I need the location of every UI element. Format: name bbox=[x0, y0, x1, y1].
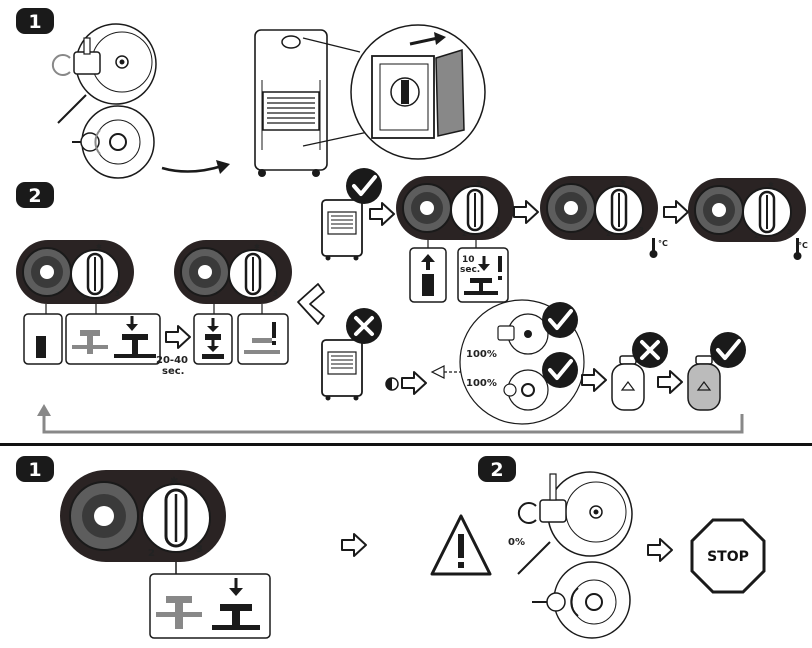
control-panel-large: ✱ 2 3 bbox=[60, 470, 226, 562]
check-icon bbox=[540, 350, 580, 390]
thermometer-icon: °C bbox=[793, 238, 808, 260]
hold-unit-label: sec. bbox=[460, 265, 480, 275]
control-panel-d: ✱ 2 3 bbox=[538, 174, 660, 242]
arrow-right-icon bbox=[657, 370, 683, 394]
action-box-rest bbox=[23, 313, 63, 365]
action-box-press-a bbox=[65, 313, 161, 365]
action-box-release bbox=[237, 313, 289, 365]
svg-text:3: 3 bbox=[639, 226, 644, 234]
svg-text:°C: °C bbox=[658, 239, 668, 248]
section-divider bbox=[0, 443, 812, 446]
bottom-step-2-badge: 2 bbox=[478, 456, 516, 482]
control-panel-c: ✱ 2 3 bbox=[394, 174, 516, 242]
svg-text:STOP: STOP bbox=[707, 549, 749, 565]
svg-text:3: 3 bbox=[787, 228, 792, 236]
warning-icon bbox=[430, 514, 492, 576]
control-panel-e: ✱ 2 3 bbox=[686, 176, 808, 244]
branch-arrow bbox=[297, 283, 325, 325]
svg-text:2: 2 bbox=[82, 294, 87, 302]
arrow-right-icon bbox=[581, 368, 607, 392]
svg-text:✱: ✱ bbox=[768, 181, 774, 189]
gas-bottle-full-icon bbox=[687, 355, 721, 411]
valve-open-label-1: 100% bbox=[466, 349, 497, 360]
svg-text:2: 2 bbox=[606, 230, 611, 238]
wait-unit-label: sec. bbox=[162, 366, 184, 377]
regulator-bottom-icon bbox=[72, 105, 155, 179]
arrow-right-icon bbox=[369, 202, 395, 226]
bottom-step-1-badge: 1 bbox=[16, 456, 54, 482]
action-box-ignite bbox=[409, 247, 447, 303]
arrow-right-icon bbox=[663, 200, 689, 224]
regulator-close-top-icon bbox=[517, 471, 633, 557]
svg-text:2: 2 bbox=[148, 548, 155, 559]
regulator-close-bottom-icon bbox=[532, 561, 631, 639]
curved-arrow bbox=[161, 164, 223, 173]
heater-failure bbox=[321, 339, 363, 402]
return-line bbox=[42, 414, 744, 434]
svg-text:2: 2 bbox=[490, 459, 503, 481]
svg-text:2: 2 bbox=[462, 230, 467, 238]
door-zoom-icon bbox=[350, 24, 486, 160]
svg-text:✱: ✱ bbox=[170, 476, 178, 487]
step-2-badge: 2 bbox=[16, 182, 54, 208]
svg-text:1: 1 bbox=[28, 459, 41, 481]
valve-open-label-2: 100% bbox=[466, 378, 497, 389]
wait-time-label: 20-40 bbox=[156, 355, 188, 366]
action-box-press-bottom bbox=[149, 573, 271, 639]
hold-time-label: 10 bbox=[462, 255, 475, 265]
or-slash-bottom bbox=[517, 541, 551, 575]
check-icon bbox=[344, 166, 384, 206]
svg-text:2: 2 bbox=[754, 232, 759, 240]
heater-large bbox=[254, 29, 377, 177]
thermometer-icon: °C bbox=[649, 238, 668, 258]
svg-text:°C: °C bbox=[798, 241, 808, 250]
arrow-right-icon bbox=[341, 533, 367, 557]
half-circle-icon bbox=[385, 377, 399, 391]
or-slash-top bbox=[57, 94, 87, 124]
check-icon bbox=[708, 330, 748, 370]
svg-text:✱: ✱ bbox=[254, 243, 260, 251]
control-panel-a: ✱ 2 3 bbox=[14, 238, 136, 306]
svg-text:3: 3 bbox=[495, 226, 500, 234]
arrow-right-icon bbox=[165, 325, 191, 349]
step-1-badge: 1 bbox=[16, 8, 54, 34]
action-box-hold bbox=[193, 313, 233, 365]
svg-text:✱: ✱ bbox=[620, 179, 626, 187]
heater-success bbox=[321, 199, 363, 262]
svg-text:2: 2 bbox=[240, 294, 245, 302]
stop-sign-icon: STOP bbox=[690, 518, 766, 594]
svg-text:3: 3 bbox=[115, 290, 120, 298]
svg-text:3: 3 bbox=[196, 544, 203, 555]
action-box-hold-10: 10 sec. bbox=[457, 247, 509, 303]
svg-text:✱: ✱ bbox=[476, 179, 482, 187]
cross-icon bbox=[344, 306, 384, 346]
arrow-right-icon bbox=[401, 371, 427, 395]
svg-text:2: 2 bbox=[28, 185, 41, 207]
arrow-right-icon bbox=[513, 200, 539, 224]
cross-icon bbox=[630, 330, 670, 370]
regulator-top-icon bbox=[51, 23, 157, 105]
svg-text:3: 3 bbox=[273, 290, 278, 298]
svg-text:1: 1 bbox=[28, 11, 41, 33]
check-icon bbox=[540, 300, 580, 340]
control-panel-b: ✱ 2 3 bbox=[172, 238, 294, 306]
arrow-right-icon bbox=[647, 538, 673, 562]
valve-closed-label: 0% bbox=[508, 537, 525, 548]
svg-text:✱: ✱ bbox=[96, 243, 102, 251]
